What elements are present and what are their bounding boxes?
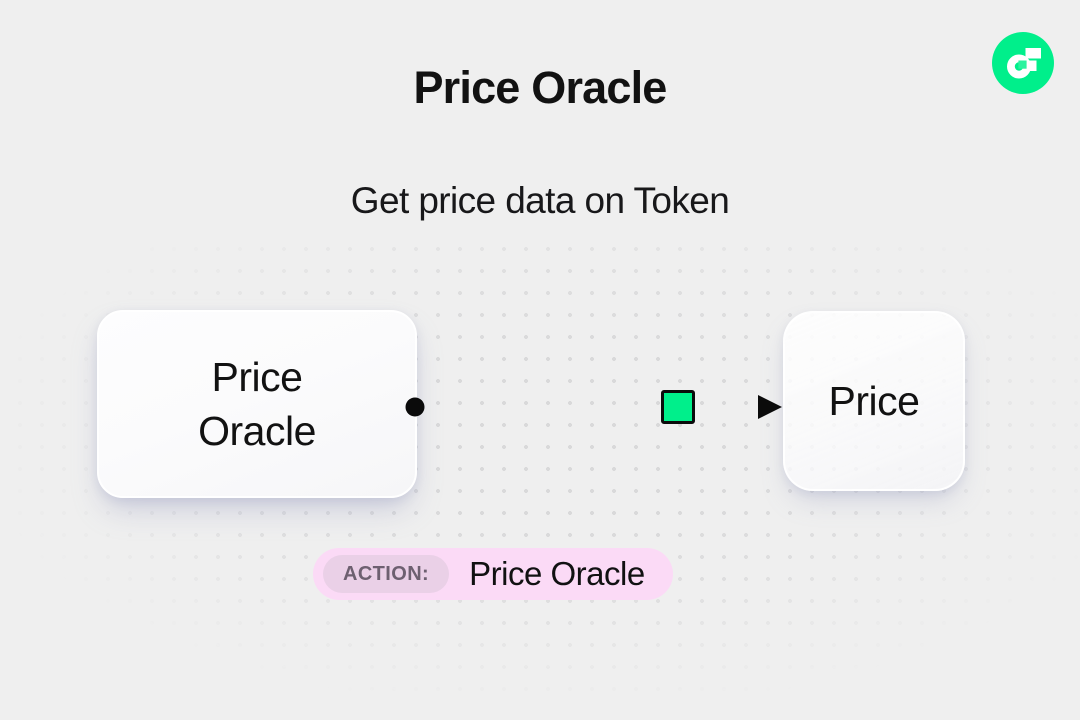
node-source-label-line2: Oracle (198, 408, 316, 454)
node-source-label: Price Oracle (198, 350, 316, 458)
page-title: Price Oracle (413, 62, 667, 113)
page-subtitle: Get price data on Token (350, 180, 730, 221)
action-badge-label: ACTION: (323, 555, 450, 593)
flow-logo-icon (992, 32, 1054, 94)
edge-marker-square[interactable] (661, 390, 695, 424)
node-card-target[interactable]: Price (783, 311, 965, 491)
node-source-label-line1: Price (211, 353, 303, 400)
edge-connector (390, 375, 800, 439)
action-value: Price Oracle (469, 555, 645, 592)
node-target-label: Price (828, 377, 920, 424)
action-pill[interactable]: ACTION: Price Oracle (313, 548, 673, 600)
node-card-source[interactable]: Price Oracle (97, 310, 417, 498)
